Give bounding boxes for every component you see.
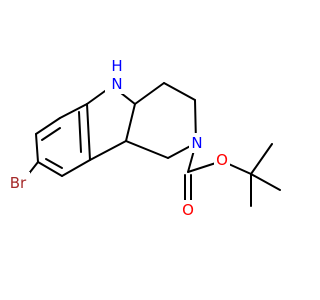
bond-c4b-c4 xyxy=(134,82,165,105)
bonds xyxy=(26,82,281,207)
bond-c4a-c5 xyxy=(59,103,88,119)
atom-o-carbonyl: O xyxy=(182,201,194,219)
bond-c4-c3 xyxy=(163,82,196,101)
bond-c6-c7 xyxy=(35,133,39,163)
bond-c7-c8-inner xyxy=(45,158,63,169)
bond-c1-c9b xyxy=(125,140,169,159)
bond-c8-c8a xyxy=(61,159,91,177)
bond-c8a-c4a xyxy=(86,103,91,161)
bond-c4b-c9b xyxy=(125,103,136,142)
bond-c7-c8 xyxy=(37,161,63,177)
atom-labels: N H N O O Br xyxy=(6,57,230,220)
bond-c8a-c4a-inner xyxy=(78,111,82,153)
bond-c5-c6 xyxy=(35,117,61,135)
atom-n-indoline: N xyxy=(111,75,122,93)
bond-c9b-c8a xyxy=(89,140,127,161)
atom-h-indoline: H xyxy=(111,57,122,75)
bond-c-tert-me-right xyxy=(250,173,281,191)
atom-n-piperidine: N xyxy=(191,134,202,152)
structure-canvas: N H N O O Br xyxy=(6,57,281,220)
atom-o-ester: O xyxy=(216,151,228,169)
bond-c-tert-me-up xyxy=(250,143,273,175)
atom-bromine: Br xyxy=(10,174,27,192)
bond-c5-c6-inner xyxy=(41,127,61,141)
chemical-structure: N H N O O Br xyxy=(6,57,281,220)
